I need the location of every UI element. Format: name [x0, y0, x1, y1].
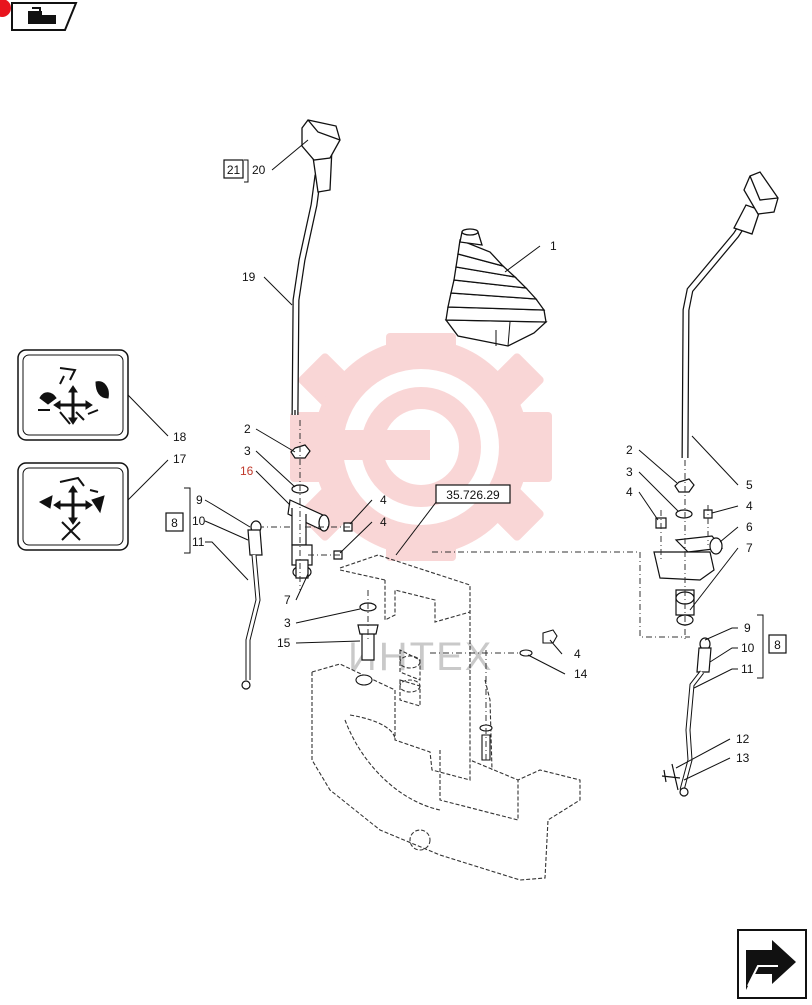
callout-10: 10 — [192, 514, 206, 528]
control-pattern-decal-18 — [17, 349, 129, 441]
reference-box-8-right[interactable]: 8 — [768, 634, 787, 654]
callout-19: 19 — [242, 270, 256, 284]
callout-5: 5 — [746, 478, 753, 492]
navigate-back-icon[interactable] — [0, 0, 78, 31]
section-reference-box[interactable]: 35.726.29 — [435, 484, 511, 504]
callout-4: 4 — [380, 493, 387, 507]
right-small-parts — [653, 478, 724, 626]
callout-4: 4 — [746, 499, 753, 513]
callout-15: 15 — [277, 636, 291, 650]
callout-20: 20 — [252, 163, 266, 177]
callout-3: 3 — [626, 465, 633, 479]
reference-8-label: 8 — [774, 638, 781, 652]
control-pattern-decal-17 — [17, 462, 129, 551]
callout-9: 9 — [196, 493, 203, 507]
callout-12: 12 — [736, 732, 750, 746]
joystick-pattern-icon — [38, 367, 109, 425]
callout-11: 11 — [741, 662, 754, 676]
callout-2: 2 — [626, 443, 633, 457]
left-axis-lines — [258, 420, 369, 640]
callout-7: 7 — [746, 541, 753, 555]
callout-2: 2 — [244, 422, 251, 436]
callout-4: 4 — [626, 485, 633, 499]
callout-11: 11 — [192, 535, 205, 549]
callout-3: 3 — [244, 444, 251, 458]
left-linkage-rod — [241, 520, 263, 690]
right-lever-assembly — [681, 171, 779, 459]
reference-21-label: 21 — [227, 163, 241, 177]
frame-axis-lines — [430, 551, 690, 760]
callout-4: 4 — [380, 515, 387, 529]
watermark-gear-logo — [290, 333, 552, 561]
callout-labels: 1 2 3 16 4 4 7 3 15 4 14 19 20 18 17 9 1… — [173, 163, 755, 765]
callout-7: 7 — [284, 593, 291, 607]
navigate-forward-icon[interactable] — [737, 929, 807, 999]
rubber-boot-part — [444, 228, 548, 347]
callout-14: 14 — [574, 667, 588, 681]
callout-6: 6 — [746, 520, 753, 534]
right-linkage-rod — [661, 637, 712, 797]
callout-9: 9 — [744, 621, 751, 635]
leader-lines — [127, 139, 764, 781]
reference-box-8-left[interactable]: 8 — [165, 512, 184, 532]
bracket — [244, 159, 249, 183]
callout-4: 4 — [574, 647, 581, 661]
callout-10: 10 — [741, 641, 755, 655]
callout-18: 18 — [173, 430, 187, 444]
callout-16: 16 — [240, 464, 254, 478]
joystick-pattern-icon — [38, 476, 105, 541]
callout-3: 3 — [284, 616, 291, 630]
reference-box-21[interactable]: 21 — [223, 159, 244, 179]
callout-1: 1 — [550, 239, 557, 253]
reference-8-label: 8 — [171, 516, 178, 530]
left-small-parts — [287, 444, 379, 661]
section-reference-label: 35.726.29 — [446, 488, 500, 502]
left-lever-assembly — [291, 119, 341, 416]
callout-13: 13 — [736, 751, 750, 765]
callout-17: 17 — [173, 452, 187, 466]
mounting-frame — [311, 554, 581, 881]
